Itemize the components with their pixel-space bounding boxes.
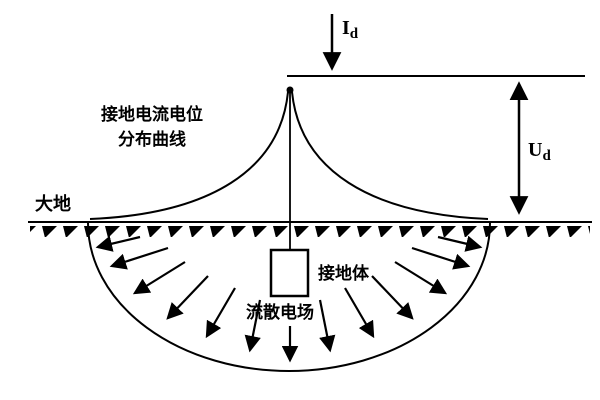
dispersion-arrow [411, 246, 471, 270]
current-label: Id [342, 17, 359, 42]
electrode-label: 接地体 [318, 263, 370, 284]
dispersion-arrow [166, 275, 209, 320]
dispersion-arrow [132, 261, 186, 295]
dispersion-arrow [205, 287, 236, 339]
dispersion-arrow [394, 261, 448, 295]
potential-curve-right [291, 91, 489, 220]
ground-hatching [30, 223, 590, 237]
dispersion-arrows [95, 235, 483, 363]
dispersion-boundary-arc [87, 222, 491, 372]
potential-curve-left [89, 91, 289, 220]
dispersion-arrow [244, 299, 262, 353]
dispersion-field-label: 流散电场 [246, 302, 314, 323]
earth-label: 大地 [35, 193, 71, 215]
dispersion-arrow [371, 275, 414, 320]
dispersion-arrow [95, 235, 141, 252]
dispersion-arrow [344, 287, 375, 339]
dispersion-arrow [318, 299, 336, 353]
dispersion-arrow [109, 246, 169, 270]
curve-peak-point [286, 86, 294, 94]
dispersion-arrow [437, 235, 483, 252]
curve-label-line1: 接地电流电位 [101, 104, 203, 125]
voltage-label: Ud [528, 139, 551, 164]
curve-label-line2: 分布曲线 [118, 129, 186, 150]
electrode-rect [269, 248, 310, 298]
